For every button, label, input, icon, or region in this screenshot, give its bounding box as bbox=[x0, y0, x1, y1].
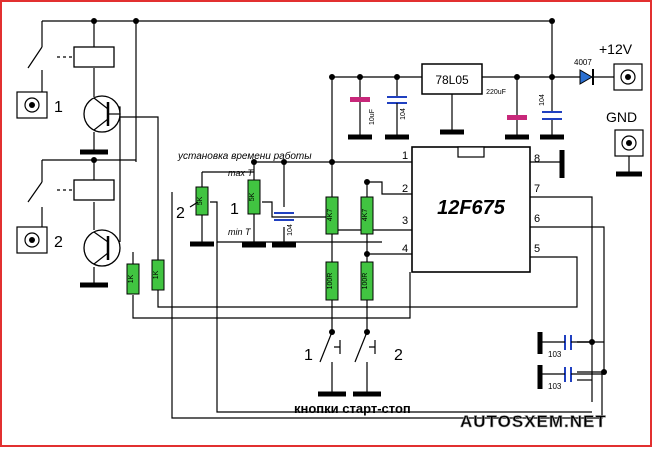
resistor-1k-a: 1K bbox=[126, 263, 140, 295]
pot-1-number: 1 bbox=[230, 201, 239, 218]
gnd-jack bbox=[614, 129, 644, 157]
channel-2-label: 2 bbox=[54, 234, 63, 251]
svg-text:103: 103 bbox=[548, 382, 562, 391]
svg-text:220uF: 220uF bbox=[486, 89, 506, 96]
wires bbox=[41, 20, 630, 419]
ground-symbols bbox=[80, 129, 642, 397]
capacitor-104-c: 104 bbox=[274, 212, 294, 236]
svg-text:1K: 1K bbox=[153, 270, 160, 279]
regulator-78l05: 78L05 bbox=[421, 63, 483, 95]
transistor-2 bbox=[83, 229, 121, 267]
pin-6: 6 bbox=[534, 213, 540, 225]
pot-2-number: 2 bbox=[176, 205, 185, 222]
svg-text:100R: 100R bbox=[327, 273, 334, 290]
pin-8: 8 bbox=[534, 153, 540, 165]
transistor-1 bbox=[83, 95, 121, 133]
mcu-12f675: 12F675 bbox=[411, 146, 531, 273]
resistor-4k7-a: 4K7 bbox=[325, 196, 339, 235]
svg-text:4007: 4007 bbox=[574, 58, 592, 67]
resistor-100r-a: 100R bbox=[325, 261, 339, 301]
gnd-label: GND bbox=[606, 109, 637, 125]
svg-text:103: 103 bbox=[548, 350, 562, 359]
svg-text:10uF: 10uF bbox=[369, 109, 376, 125]
jack-1 bbox=[16, 91, 48, 119]
diode-4007: 4007 bbox=[574, 58, 594, 85]
svg-text:104: 104 bbox=[287, 224, 294, 236]
power-jack bbox=[613, 63, 643, 91]
resistor-4k7-b: 4K7 bbox=[360, 196, 374, 235]
capacitor-10uf: 10uF bbox=[350, 97, 376, 137]
jack-2 bbox=[16, 226, 48, 254]
svg-text:4K7: 4K7 bbox=[362, 209, 369, 222]
svg-text:4K7: 4K7 bbox=[327, 209, 334, 222]
resistor-1k-b: 1K bbox=[151, 259, 165, 291]
buttons-caption: кнопки старт-стоп bbox=[294, 401, 411, 416]
pin-3: 3 bbox=[402, 215, 408, 227]
svg-text:100R: 100R bbox=[362, 273, 369, 290]
potentiometer-1: 5K bbox=[247, 179, 261, 215]
power-plus-label: +12V bbox=[599, 41, 633, 57]
potentiometer-2: 5K bbox=[189, 186, 209, 216]
resistor-100r-b: 100R bbox=[360, 261, 374, 301]
svg-text:5K: 5K bbox=[249, 192, 256, 201]
watermark: AUTOSXEM.NET bbox=[460, 412, 607, 431]
svg-text:104: 104 bbox=[539, 94, 546, 106]
svg-text:78L05: 78L05 bbox=[435, 73, 469, 87]
button-1-number: 1 bbox=[304, 347, 313, 364]
svg-text:104: 104 bbox=[400, 108, 407, 120]
relay-2 bbox=[27, 179, 115, 203]
min-t-label: min T bbox=[228, 227, 252, 237]
setting-label: установка времени работы bbox=[177, 150, 312, 162]
capacitor-103-b: 103 bbox=[537, 365, 604, 391]
capacitor-104-a: 104 bbox=[387, 96, 407, 137]
max-t-label: max T bbox=[228, 168, 255, 178]
relay-1 bbox=[27, 46, 115, 69]
svg-text:12F675: 12F675 bbox=[437, 197, 506, 219]
button-2-number: 2 bbox=[394, 347, 403, 364]
pin-4: 4 bbox=[402, 243, 408, 255]
button-switch-2 bbox=[354, 331, 376, 363]
button-switch-1 bbox=[319, 331, 341, 363]
svg-text:1K: 1K bbox=[128, 274, 135, 283]
pin-2: 2 bbox=[402, 183, 408, 195]
pin-7: 7 bbox=[534, 183, 540, 195]
capacitor-104-b: 104 bbox=[539, 94, 562, 120]
junctions bbox=[91, 18, 607, 375]
pin-1: 1 bbox=[402, 150, 408, 162]
pin-5: 5 bbox=[534, 243, 540, 255]
capacitor-103-a: 103 bbox=[537, 332, 592, 359]
capacitor-220uf: 220uF bbox=[486, 89, 527, 137]
channel-1-label: 1 bbox=[54, 99, 63, 116]
svg-text:5K: 5K bbox=[197, 196, 204, 205]
